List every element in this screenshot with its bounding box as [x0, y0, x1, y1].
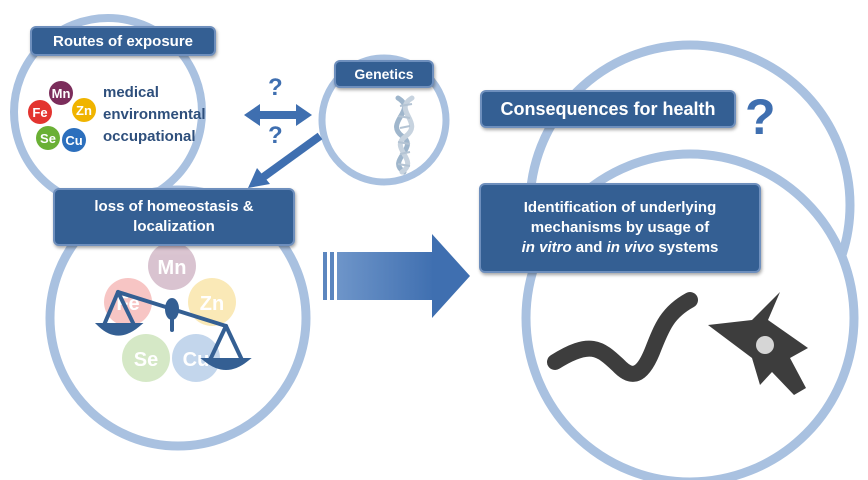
genetics-circle: [318, 54, 450, 186]
loss-line-2: localization: [133, 218, 215, 235]
faded-zn-label: Zn: [200, 293, 224, 315]
ident-line-3: in vitro and in vivo systems: [522, 238, 719, 258]
element-zn-bubble: [72, 98, 96, 122]
ident-line-2: mechanisms by usage of: [530, 218, 710, 236]
routes-list: medical environmental occupational: [103, 82, 206, 148]
faded-fe-bubble: [104, 278, 152, 326]
faded-cu-label: Cu: [183, 349, 210, 371]
question-mark-health: ?: [745, 89, 776, 145]
routes-of-exposure-label: Routes of exposure: [30, 26, 216, 56]
route-medical: medical: [103, 84, 159, 101]
element-se-bubble: [36, 126, 60, 150]
element-mn-bubble: [49, 81, 73, 105]
loss-line-1: loss of homeostasis &: [94, 197, 254, 215]
identification-mechanisms-label: Identification of underlying mechanisms …: [479, 183, 761, 273]
faded-mn-bubble: [148, 242, 196, 290]
element-bubbles: Mn Fe Zn Se Cu: [28, 81, 96, 152]
route-occupational: occupational: [103, 128, 196, 145]
element-cu-bubble: [62, 128, 86, 152]
question-mark-top: ?: [268, 74, 283, 101]
faded-se-bubble: [122, 334, 170, 382]
genetics-label: Genetics: [334, 60, 434, 88]
faded-cu-bubble: [172, 334, 220, 382]
element-zn-label: Zn: [76, 103, 92, 118]
cell-organism-icon: [708, 292, 808, 395]
consequences-for-health-label: Consequences for health: [480, 90, 736, 128]
element-mn-label: Mn: [52, 86, 71, 101]
element-fe-bubble: [28, 100, 52, 124]
question-mark-diagonal: ?: [268, 122, 283, 149]
faded-se-label: Se: [134, 349, 158, 371]
balance-scale-icon: [94, 290, 252, 370]
double-arrow: [244, 104, 312, 126]
faded-mn-label: Mn: [158, 257, 187, 279]
element-se-label: Se: [40, 131, 56, 146]
route-environmental: environmental: [103, 106, 206, 123]
element-cu-label: Cu: [65, 133, 82, 148]
in-vitro-text: in vitro: [521, 239, 572, 257]
diagonal-arrow: [248, 132, 323, 188]
in-vivo-text: in vivo: [606, 239, 655, 257]
ident-line-1: Identification of underlying: [523, 198, 717, 216]
big-right-arrow: [323, 234, 470, 318]
element-fe-label: Fe: [32, 105, 47, 120]
and-text: and: [571, 239, 607, 257]
faded-zn-bubble: [188, 278, 236, 326]
systems-text: systems: [654, 239, 719, 257]
worm-organism-icon: [547, 292, 698, 382]
dna-helix-icon: [394, 95, 415, 175]
loss-of-homeostasis-label: loss of homeostasis & localization: [53, 188, 295, 246]
